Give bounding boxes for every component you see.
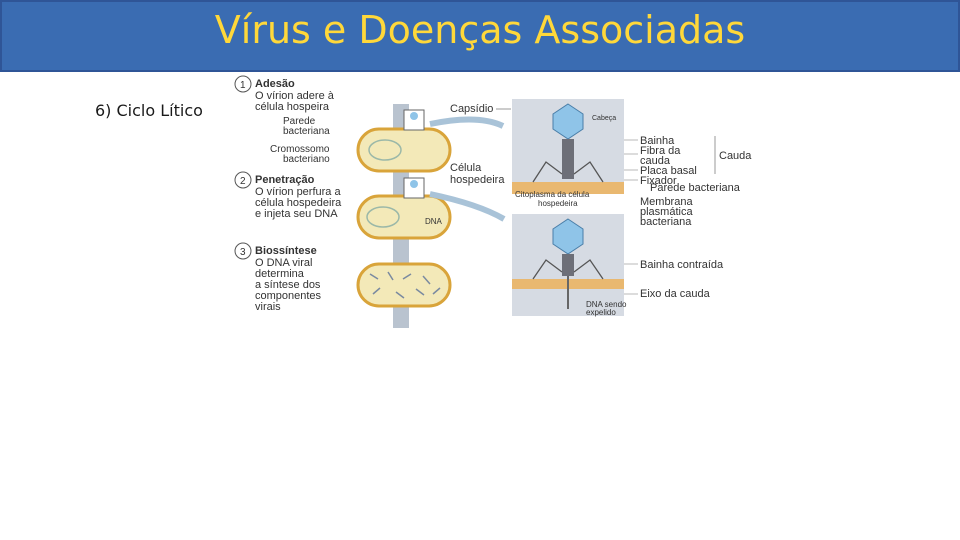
title-bar bbox=[0, 0, 960, 72]
label-fibra-1: Fibra da bbox=[640, 145, 681, 157]
label-celula-2: hospedeira bbox=[450, 174, 505, 186]
label-dna-expelido-1: DNA sendo bbox=[586, 300, 627, 309]
label-dna: DNA bbox=[425, 217, 443, 226]
step-3-line-2: determina bbox=[255, 268, 305, 280]
label-dna-expelido-2: expelido bbox=[586, 308, 616, 317]
step-3-line-4: componentes bbox=[255, 290, 322, 302]
step-3-line-5: virais bbox=[255, 301, 281, 313]
label-fixador: Fixador bbox=[640, 175, 677, 187]
step-3-line-3: a síntese dos bbox=[255, 279, 321, 291]
label-bainha-contraida: Bainha contraída bbox=[640, 259, 724, 271]
step-2-heading: Penetração bbox=[255, 174, 315, 186]
label-cromossomo-2: bacteriano bbox=[283, 154, 330, 165]
step-1-line-2: célula hospeira bbox=[255, 101, 330, 113]
label-membrana-3: bacteriana bbox=[640, 216, 692, 228]
step-2-line-3: e injeta seu DNA bbox=[255, 208, 338, 220]
label-capsideo: Capsídio bbox=[450, 103, 493, 115]
step-1-heading: Adesão bbox=[255, 78, 295, 90]
label-fibra-2: cauda bbox=[640, 155, 671, 167]
label-celula-1: Célula bbox=[450, 162, 482, 174]
step-2-line-1: O vírion perfura a bbox=[255, 186, 341, 198]
svg-text:3: 3 bbox=[240, 247, 246, 258]
label-citoplasma-1: Citoplasma da célula bbox=[515, 190, 590, 199]
label-citoplasma-2: hospedeira bbox=[538, 199, 578, 208]
step-3-line-1: O DNA viral bbox=[255, 257, 312, 269]
lytic-cycle-figure: 1 2 3 Adesão O vírion adere à célula hos… bbox=[234, 75, 752, 328]
step-2-number: 2 bbox=[234, 171, 252, 189]
bacterial-cell-1 bbox=[356, 127, 452, 173]
label-membrana-2: plasmática bbox=[640, 206, 693, 218]
label-parede-1: Parede bbox=[283, 116, 316, 127]
bacterial-cell-3 bbox=[356, 262, 452, 308]
label-cauda: Cauda bbox=[719, 150, 752, 162]
label-placa-basal: Placa basal bbox=[640, 165, 697, 177]
svg-text:1: 1 bbox=[240, 80, 246, 91]
label-parede-2: bacteriana bbox=[283, 126, 330, 137]
step-1-line-1: O vírion adere à bbox=[255, 90, 335, 102]
step-2-line-2: célula hospedeira bbox=[255, 197, 342, 209]
label-cabeca: Cabeça bbox=[592, 115, 616, 122]
label-cromossomo-1: Cromossomo bbox=[270, 144, 330, 155]
label-bainha: Bainha bbox=[640, 135, 675, 147]
step-1-number: 1 bbox=[234, 75, 252, 93]
label-parede-bacteriana-right: Parede bacteriana bbox=[650, 182, 741, 194]
label-membrana-1: Membrana bbox=[640, 196, 693, 208]
slide-subtitle: 6) Ciclo Lítico bbox=[95, 101, 203, 120]
label-eixo-cauda: Eixo da cauda bbox=[640, 288, 711, 300]
step-3-number: 3 bbox=[234, 242, 252, 260]
slide-title: Vírus e Doenças Associadas bbox=[214, 8, 746, 52]
svg-text:2: 2 bbox=[240, 176, 246, 187]
step-3-heading: Biossíntese bbox=[255, 245, 317, 257]
